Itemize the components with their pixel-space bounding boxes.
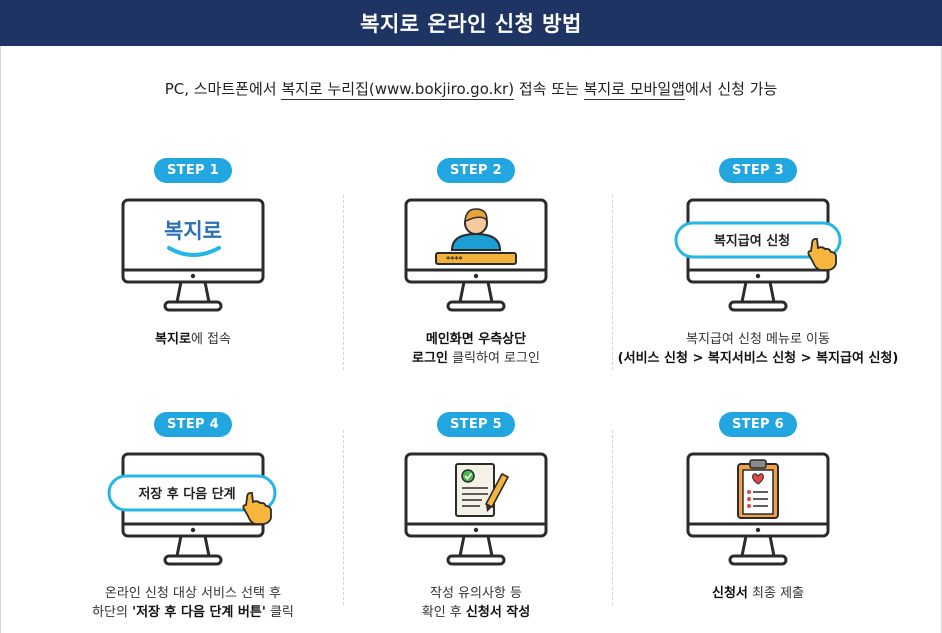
caption-text: 에 접속 [190, 332, 231, 347]
password-mask: **** [446, 255, 464, 264]
caption-text: 복지급여 신청 메뉴로 이동 [686, 332, 830, 347]
column-divider [612, 430, 613, 605]
monitor-with-next-step-button-icon: 저장 후 다음 단계 [107, 452, 277, 566]
step-caption: 복지급여 신청 메뉴로 이동 (서비스 신청 > 복지서비스 신청 > 복지급여 … [617, 330, 899, 368]
step-badge: STEP 4 [153, 412, 233, 437]
intro-part: PC, 스마트폰에서 [164, 80, 282, 98]
step-6: STEP 6 신청서 최종 제출 [617, 412, 899, 632]
bokjiro-logo-text: 복지로 [164, 219, 222, 243]
caption-text: 최종 제출 [747, 586, 804, 601]
step-caption: 복지로에 접속 [52, 330, 334, 349]
step-badge: STEP 3 [718, 158, 798, 183]
apply-pill-label: 복지급여 신청 [714, 233, 790, 249]
intro-part: 에서 신청 가능 [684, 80, 778, 98]
monitor-with-bokjiro-logo-icon: 복지로 [121, 198, 265, 312]
bokjiro-mobile-app-link: 복지로 모바일앱 [583, 80, 685, 100]
intro-part: 접속 또는 [514, 80, 584, 98]
step-badge: STEP 1 [153, 158, 233, 183]
next-step-pill-label: 저장 후 다음 단계 [138, 486, 235, 502]
step-badge: STEP 2 [436, 158, 516, 183]
caption-text: 작성 유의사항 등 [430, 586, 522, 601]
column-divider [343, 430, 344, 605]
step-badge: STEP 5 [436, 412, 516, 437]
monitor-with-apply-button-icon: 복지급여 신청 [674, 198, 842, 312]
column-divider [343, 195, 344, 370]
caption-bold: (서비스 신청 > 복지서비스 신청 > 복지급여 신청) [617, 351, 899, 366]
monitor-with-clipboard-icon [686, 452, 830, 566]
clipboard-heart-icon [737, 459, 779, 519]
caption-text: 클릭 [265, 605, 294, 620]
caption-bold: '저장 후 다음 단계 버튼' [132, 605, 266, 620]
step-badge: STEP 6 [718, 412, 798, 437]
column-divider [612, 195, 613, 370]
caption-bold: 로그인 [412, 351, 448, 366]
user-avatar-icon [450, 208, 502, 251]
monitor-with-document-pen-icon [404, 452, 548, 566]
caption-text: 확인 후 [421, 605, 466, 620]
monitor-with-user-login-icon: **** [404, 198, 548, 312]
page-title: 복지로 온라인 신청 방법 [360, 12, 582, 36]
caption-bold: 복지로 [155, 332, 191, 347]
caption-text: 클릭하여 로그인 [447, 351, 540, 366]
caption-text: 온라인 신청 대상 서비스 선택 후 [104, 586, 282, 601]
intro-text: PC, 스마트폰에서 복지로 누리집(www.bokjiro.go.kr) 접속… [0, 78, 942, 100]
caption-bold: 신청서 작성 [465, 605, 531, 620]
caption-bold: 메인화면 우측상단 [425, 332, 527, 347]
hand-pointer-icon [807, 237, 837, 271]
caption-text: 하단의 [92, 605, 133, 620]
pen-icon [484, 472, 510, 512]
caption-bold: 신청서 [712, 586, 748, 601]
page-header: 복지로 온라인 신청 방법 [0, 0, 942, 46]
step-3: STEP 3 복지급여 신청 복지급여 신청 메뉴로 이동 (서비스 신청 > 복… [617, 158, 899, 378]
step-caption: 신청서 최종 제출 [617, 584, 899, 603]
hand-pointer-icon [242, 491, 272, 525]
bokjiro-website-link: 복지로 누리집(www.bokjiro.go.kr) [281, 80, 515, 100]
step-1: STEP 1 복지로 복지로에 접속 [52, 158, 334, 378]
